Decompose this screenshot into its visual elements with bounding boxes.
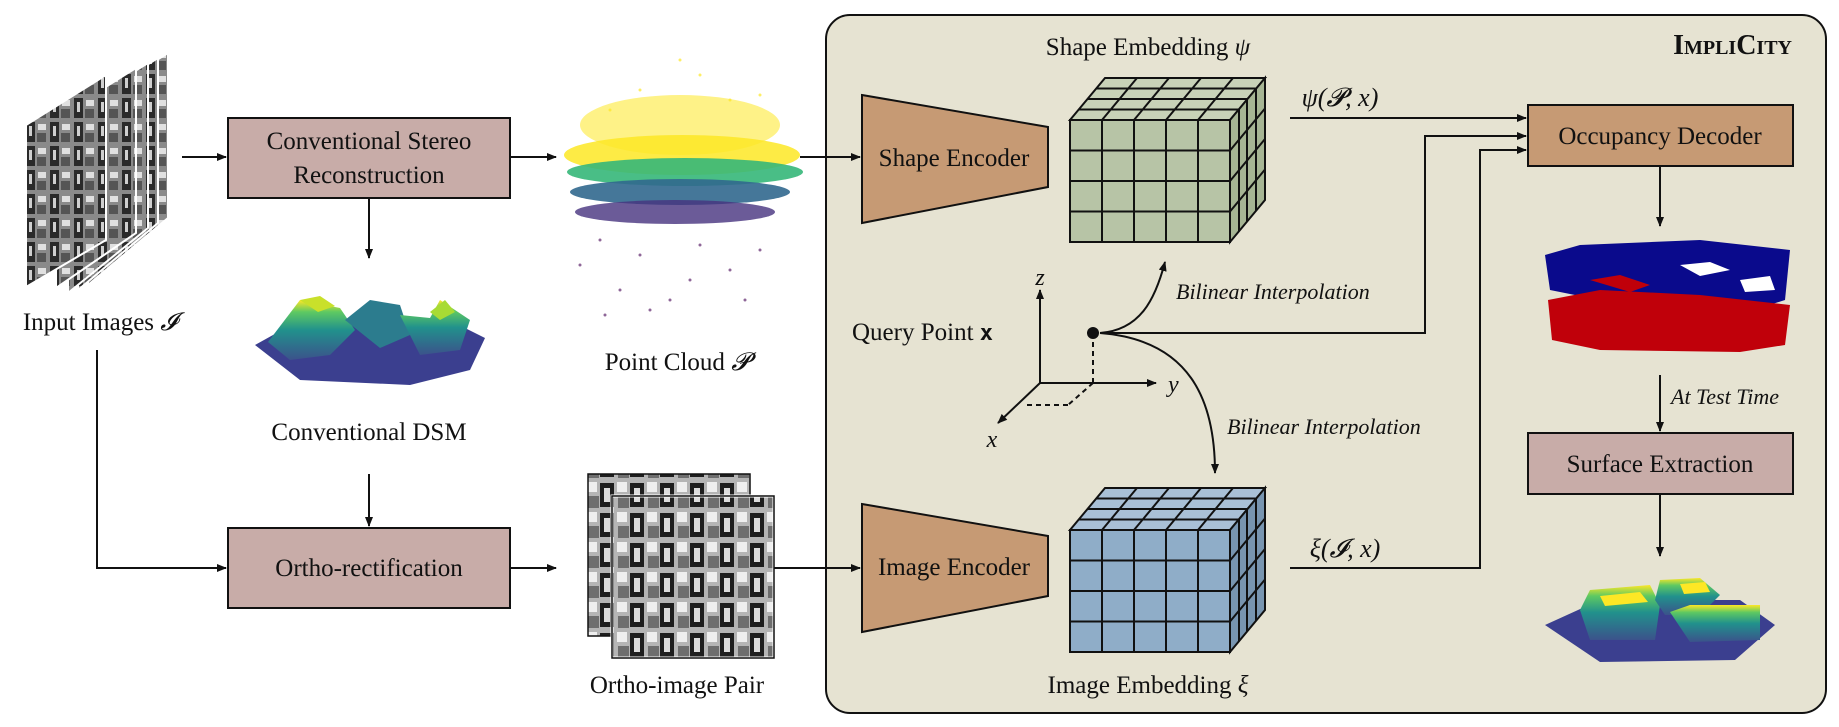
dsm-label: Conventional DSM [271,419,466,446]
psi-feature-label: ψ(𝓟, x) [1302,83,1379,112]
input-images-label: Input Images 𝓘 [23,309,185,336]
coordinate-axes [997,289,1157,424]
bilinear-top-label: Bilinear Interpolation [1176,279,1370,304]
stereo-line-2: Reconstruction [293,162,445,189]
image-embedding-cube [1067,485,1268,655]
ortho-rectification-label: Ortho-rectification [275,555,463,582]
at-test-time-label: At Test Time [1669,384,1779,409]
interp-arrow-top [1099,261,1167,334]
xi-feature-label: ξ(𝓘, x) [1310,534,1381,563]
conventional-dsm-surface [255,296,485,385]
implicity-title: IMPLICITY [1673,30,1792,61]
ortho-pair-label: Ortho-image Pair [590,672,765,699]
axis-y-label: y [1166,372,1179,398]
occupancy-decoder-label: Occupancy Decoder [1558,123,1762,150]
input-images-stack [25,51,169,296]
ortho-image-pair [587,473,776,660]
point-cloud-label: Point Cloud 𝓟 [605,349,756,376]
extracted-surface [1545,578,1775,662]
shape-embedding-label: Shape Embedding ψ [1046,34,1251,61]
image-encoder [861,502,1049,634]
image-encoder-label: Image Encoder [878,554,1031,581]
image-embedding-label: Image Embedding ξ [1048,672,1249,699]
shape-encoder-label: Shape Encoder [879,145,1030,172]
shape-encoder [861,93,1049,225]
flow-arrows [96,114,1664,572]
surface-extraction-label: Surface Extraction [1567,451,1754,478]
query-point-marker [1087,327,1099,339]
shape-embedding-cube [1067,75,1268,245]
occupancy-field [1545,240,1790,352]
interp-arrow-bottom [1099,332,1219,474]
axis-z-label: z [1034,265,1045,291]
stereo-reconstruction-box [227,117,511,199]
occupancy-decoder-box [1527,104,1794,167]
axis-x-label: x [986,427,998,453]
stereo-line-1: Conventional Stereo [267,128,472,155]
query-point-label: Query Point x [852,319,993,346]
point-cloud [564,58,803,317]
bilinear-bottom-label: Bilinear Interpolation [1227,414,1421,439]
